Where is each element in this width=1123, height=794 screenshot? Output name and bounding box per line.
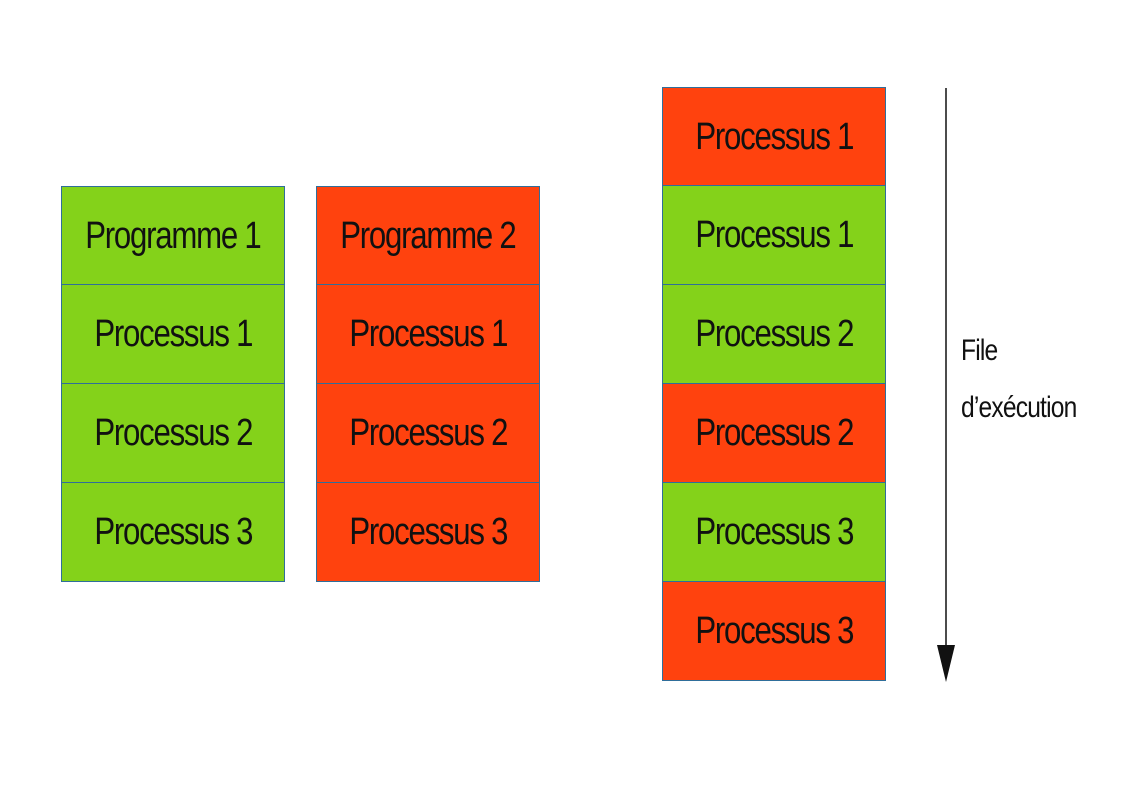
- process-cell: Processus 1: [662, 87, 886, 186]
- cell-label: Processus 3: [695, 511, 854, 553]
- program-header-cell: Programme 2: [316, 186, 540, 285]
- process-cell: Processus 2: [61, 384, 285, 483]
- cell-label: Processus 1: [349, 313, 508, 355]
- cell-label: Processus 3: [94, 511, 253, 553]
- cell-label: Processus 2: [94, 412, 253, 454]
- execution-queue-stack: Processus 1 Processus 1 Processus 2 Process…: [662, 87, 886, 681]
- cell-label: Processus 3: [695, 610, 854, 652]
- program-2-stack: Programme 2 Processus 1 Processus 2 Process…: [316, 186, 540, 582]
- cell-label: Programme 2: [340, 214, 516, 257]
- cell-label: Programme 1: [85, 214, 261, 257]
- cell-label: Processus 1: [695, 214, 854, 256]
- process-cell: Processus 3: [61, 483, 285, 582]
- program-header-cell: Programme 1: [61, 186, 285, 285]
- cell-label: Processus 3: [349, 511, 508, 553]
- process-cell: Processus 1: [316, 285, 540, 384]
- cell-label: Processus 2: [695, 412, 854, 454]
- program-1-stack: Programme 1 Processus 1 Processus 2 Process…: [61, 186, 285, 582]
- process-cell: Processus 1: [662, 186, 886, 285]
- arrow-caption-line-2: d’exécution: [961, 391, 1077, 424]
- process-cell: Processus 3: [662, 483, 886, 582]
- cell-label: Processus 2: [349, 412, 508, 454]
- process-cell: Processus 2: [662, 285, 886, 384]
- process-cell: Processus 2: [662, 384, 886, 483]
- process-cell: Processus 1: [61, 285, 285, 384]
- process-cell: Processus 2: [316, 384, 540, 483]
- process-cell: Processus 3: [316, 483, 540, 582]
- cell-label: Processus 1: [695, 115, 854, 158]
- cell-label: Processus 1: [94, 313, 253, 355]
- arrow-caption-line-1: File: [961, 334, 998, 367]
- process-cell: Processus 3: [662, 582, 886, 681]
- cell-label: Processus 2: [695, 313, 854, 355]
- arrow-head: [937, 645, 955, 682]
